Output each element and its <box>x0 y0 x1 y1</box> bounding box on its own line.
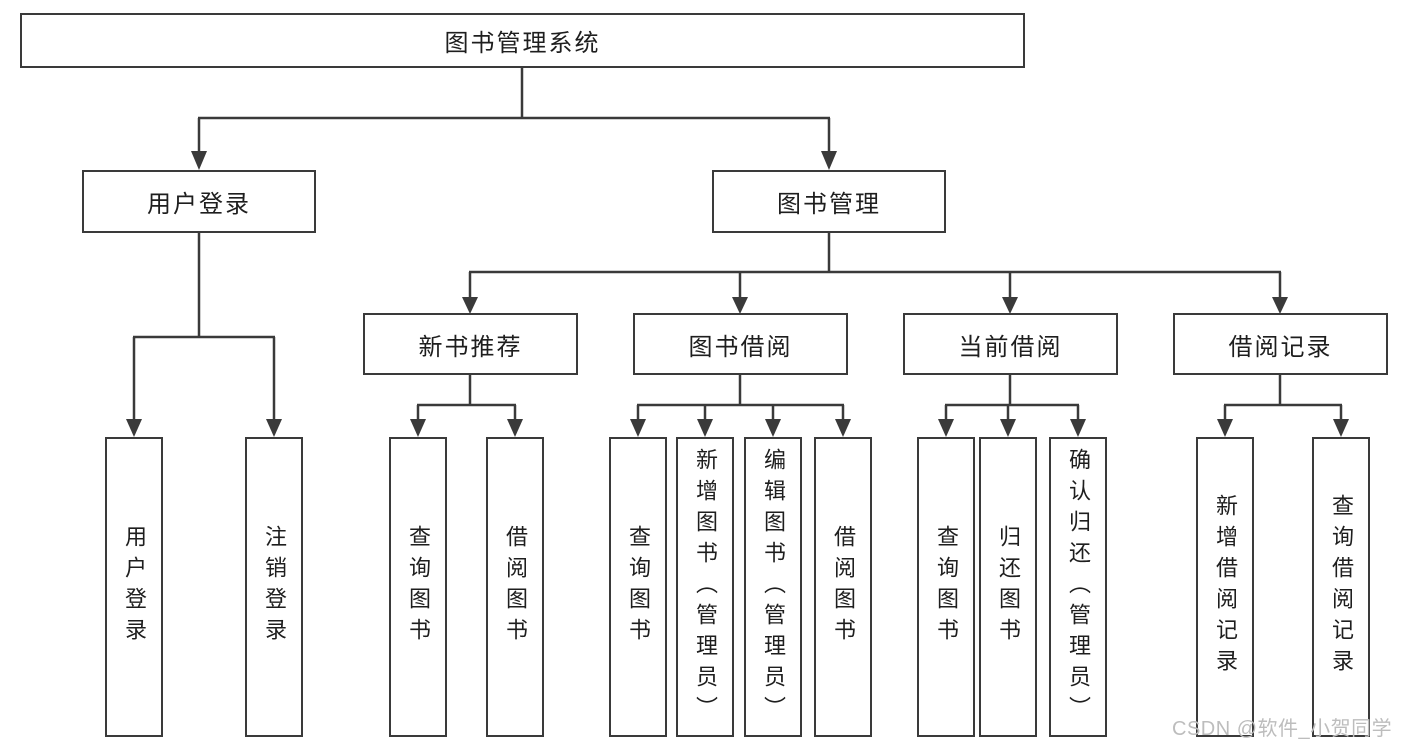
node-label: 编辑图书（管理员） <box>761 447 786 727</box>
connector-user-login <box>126 233 282 437</box>
leaf-query-book-1: 查询图书 <box>389 437 447 737</box>
node-label: 查询借阅记录 <box>1329 494 1354 680</box>
connector-root <box>191 68 837 170</box>
node-user-login: 用户登录 <box>82 170 316 233</box>
leaf-query-book-3: 查询图书 <box>917 437 975 737</box>
node-label: 查询图书 <box>934 525 959 649</box>
arrow-down <box>732 297 748 314</box>
leaf-edit-book-admin: 编辑图书（管理员） <box>744 437 802 737</box>
arrow-down <box>1002 297 1018 314</box>
connector-current-borrow <box>938 375 1086 437</box>
arrow-down <box>1333 419 1349 437</box>
arrow-down <box>765 419 781 437</box>
arrow-down <box>630 419 646 437</box>
node-label: 图书借阅 <box>688 333 793 361</box>
node-label: 图书管理系统 <box>444 30 601 57</box>
node-label: 查询图书 <box>406 525 431 649</box>
arrow-down <box>126 419 142 437</box>
node-label: 归还图书 <box>996 525 1021 649</box>
node-label: 图书管理 <box>777 191 881 218</box>
node-label: 新增图书（管理员） <box>693 447 718 727</box>
node-label: 当前借阅 <box>958 333 1063 361</box>
arrow-down <box>821 151 837 170</box>
arrow-down <box>1000 419 1016 437</box>
connector-borrow-record <box>1217 375 1349 437</box>
node-label: 用户登录 <box>147 191 251 218</box>
node-label: 查询图书 <box>626 525 651 649</box>
node-label: 确认归还（管理员） <box>1066 447 1091 727</box>
arrow-down <box>507 419 523 437</box>
node-label: 用户登录 <box>122 525 147 649</box>
node-root-system: 图书管理系统 <box>20 13 1025 68</box>
leaf-borrow-book-2: 借阅图书 <box>814 437 872 737</box>
arrow-down <box>938 419 954 437</box>
arrow-down <box>697 419 713 437</box>
leaf-query-borrow-record: 查询借阅记录 <box>1312 437 1370 737</box>
leaf-query-book-2: 查询图书 <box>609 437 667 737</box>
arrow-down <box>462 297 478 314</box>
node-label: 新增借阅记录 <box>1213 494 1238 680</box>
node-label: 借阅记录 <box>1228 333 1333 361</box>
leaf-add-borrow-record: 新增借阅记录 <box>1196 437 1254 737</box>
arrow-down <box>266 419 282 437</box>
leaf-logout: 注销登录 <box>245 437 303 737</box>
leaf-borrow-book-1: 借阅图书 <box>486 437 544 737</box>
node-current-borrow: 当前借阅 <box>903 313 1118 375</box>
leaf-confirm-return-admin: 确认归还（管理员） <box>1049 437 1107 737</box>
connector-book-borrow <box>630 375 851 437</box>
node-label: 借阅图书 <box>831 525 856 649</box>
connector-new-book <box>410 375 523 437</box>
node-label: 借阅图书 <box>503 525 528 649</box>
leaf-user-login: 用户登录 <box>105 437 163 737</box>
arrow-down <box>835 419 851 437</box>
leaf-return-book: 归还图书 <box>979 437 1037 737</box>
arrow-down <box>410 419 426 437</box>
arrow-down <box>1070 419 1086 437</box>
leaf-add-book-admin: 新增图书（管理员） <box>676 437 734 737</box>
csdn-watermark: CSDN @软件_小贺同学 <box>1172 718 1393 740</box>
arrow-down <box>1217 419 1233 437</box>
arrow-down <box>191 151 207 170</box>
node-label: 新书推荐 <box>418 333 523 361</box>
node-book-management: 图书管理 <box>712 170 946 233</box>
arrow-down <box>1272 297 1288 314</box>
node-borrow-record: 借阅记录 <box>1173 313 1388 375</box>
node-new-book-recommend: 新书推荐 <box>363 313 578 375</box>
connector-book-management <box>462 233 1288 314</box>
node-label: 注销登录 <box>262 525 287 649</box>
node-book-borrow: 图书借阅 <box>633 313 848 375</box>
